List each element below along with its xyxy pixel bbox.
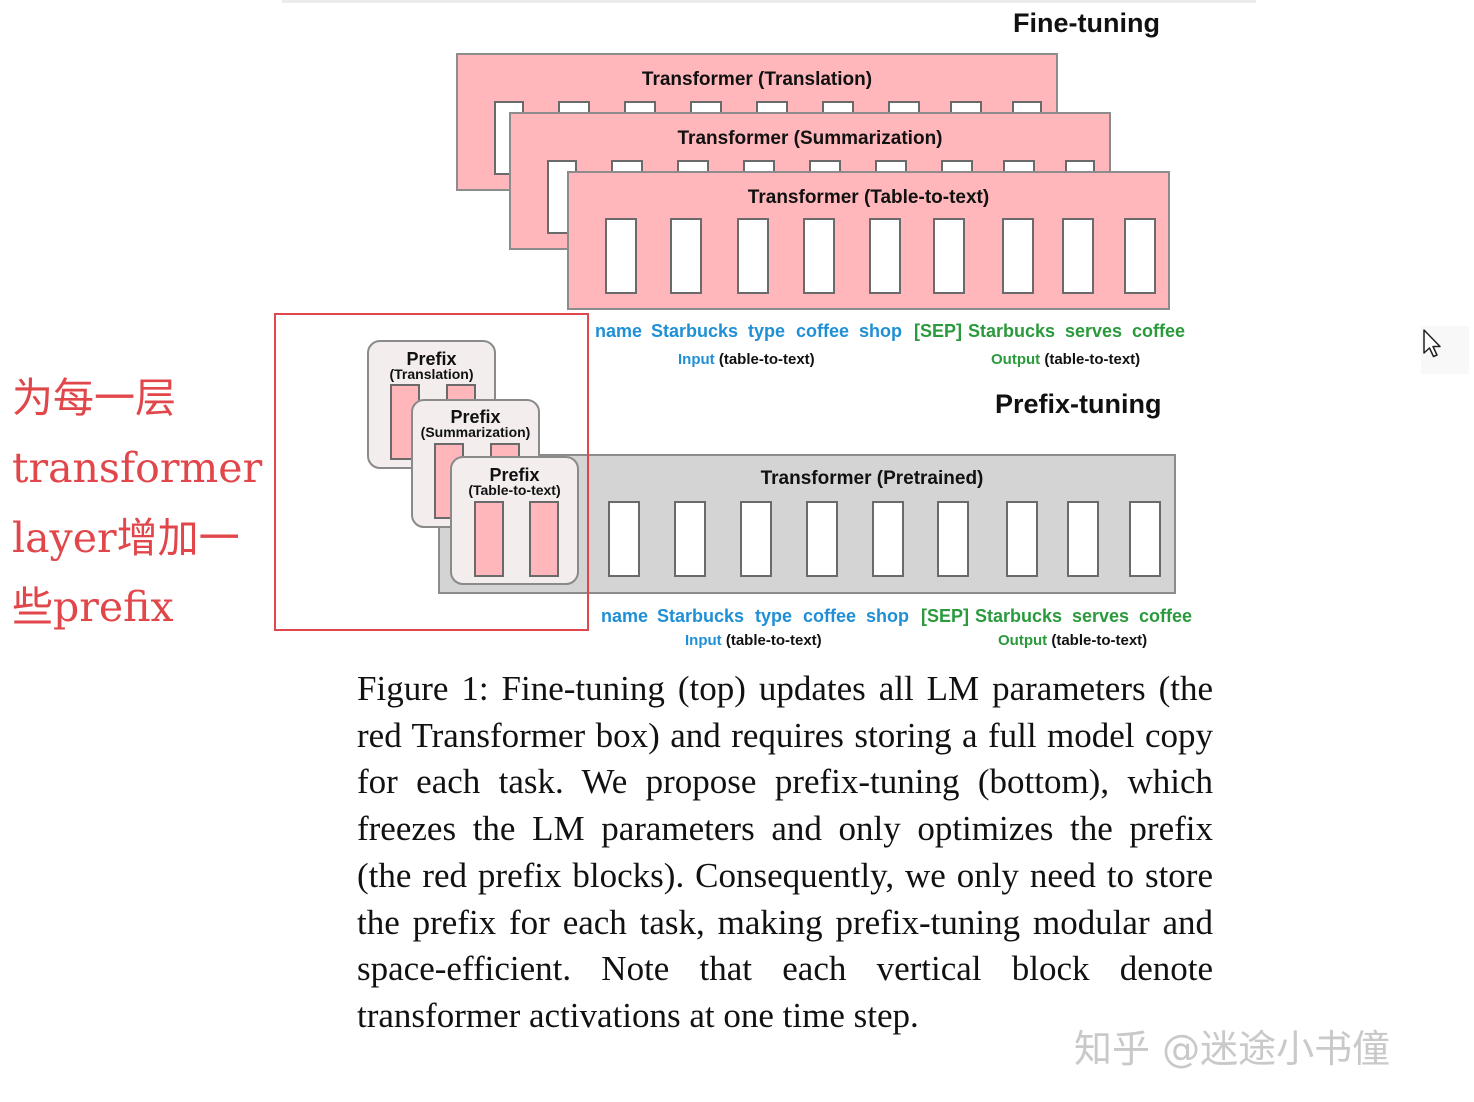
annotation-line: 为每一层	[12, 374, 176, 422]
activation-block	[806, 501, 838, 577]
input-label: Input (table-to-text)	[678, 351, 815, 368]
token-output: serves	[1065, 321, 1123, 341]
input-suffix: (table-to-text)	[725, 632, 822, 649]
activation-block	[1002, 218, 1034, 294]
prefix-activation-block	[474, 501, 504, 577]
transformer-summarization-label: Transformer (Summarization)	[677, 128, 943, 149]
token-input: shop	[866, 606, 909, 626]
figure-caption: Figure 1: Fine-tuning (top) updates all …	[357, 669, 1213, 1035]
prefix-activation-block	[529, 501, 559, 577]
activation-block	[740, 501, 772, 577]
prefix-highlight-frame	[274, 313, 589, 631]
activation-block	[670, 218, 702, 294]
activation-block	[1062, 218, 1094, 294]
transformer-table-to-text-label: Transformer (Table-to-text)	[747, 187, 990, 208]
input-suffix: (table-to-text)	[718, 351, 815, 368]
token-output: [SEP]	[921, 606, 970, 626]
annotation-line: transformer	[12, 444, 263, 492]
activation-block	[1067, 501, 1099, 577]
token-input: type	[755, 606, 793, 626]
token-input: name	[601, 606, 649, 626]
token-input: Starbucks	[651, 321, 739, 341]
zhihu-watermark: 知乎 @迷途小书僮	[1074, 1027, 1391, 1071]
activation-block	[608, 501, 640, 577]
prefix-tuning-title: Prefix-tuning	[995, 389, 1162, 419]
prefix-subtitle: (Summarization)	[420, 424, 531, 440]
activation-block	[933, 218, 965, 294]
output-label: Output (table-to-text)	[998, 632, 1147, 649]
token-input: name	[595, 321, 643, 341]
output-word: Output	[998, 632, 1048, 649]
prefix-title: Prefix	[406, 349, 457, 369]
prefix-title: Prefix	[489, 465, 540, 485]
token-input: coffee	[796, 321, 850, 341]
prefix-subtitle: (Table-to-text)	[468, 482, 561, 498]
token-output: coffee	[1139, 606, 1193, 626]
token-input: type	[748, 321, 786, 341]
token-output: [SEP]	[914, 321, 963, 341]
annotation-line: 些prefix	[12, 583, 174, 631]
token-output: Starbucks	[968, 321, 1056, 341]
token-input: Starbucks	[657, 606, 745, 626]
output-suffix: (table-to-text)	[1051, 632, 1148, 649]
page-top-edge	[282, 0, 1256, 3]
activation-block	[674, 501, 706, 577]
output-suffix: (table-to-text)	[1044, 351, 1141, 368]
activation-block	[803, 218, 835, 294]
annotation-line: layer增加一	[12, 514, 240, 562]
activation-block	[937, 501, 969, 577]
prefix-subtitle: (Translation)	[389, 366, 474, 382]
input-label: Input (table-to-text)	[685, 632, 822, 649]
fine-tuning-title: Fine-tuning	[1013, 8, 1160, 38]
output-word: Output	[991, 351, 1041, 368]
transformer-translation-label: Transformer (Translation)	[641, 69, 873, 90]
transformer-table-to-text-box: Transformer (Table-to-text)	[567, 171, 1170, 310]
input-word: Input	[685, 632, 722, 649]
prefix-table-to-text-box: Prefix (Table-to-text)	[450, 456, 579, 585]
input-word: Input	[678, 351, 715, 368]
token-output: serves	[1072, 606, 1130, 626]
activation-block	[1006, 501, 1038, 577]
activation-block	[1129, 501, 1161, 577]
prefix-title: Prefix	[450, 407, 501, 427]
mouse-cursor-icon	[1421, 326, 1469, 374]
activation-block	[872, 501, 904, 577]
token-output: coffee	[1132, 321, 1186, 341]
token-input: coffee	[803, 606, 857, 626]
activation-block	[737, 218, 769, 294]
activation-block	[1124, 218, 1156, 294]
transformer-pretrained-label: Transformer (Pretrained)	[760, 468, 984, 489]
activation-block	[869, 218, 901, 294]
token-input: shop	[859, 321, 902, 341]
activation-block	[605, 218, 637, 294]
output-label: Output (table-to-text)	[991, 351, 1140, 368]
token-output: Starbucks	[975, 606, 1063, 626]
